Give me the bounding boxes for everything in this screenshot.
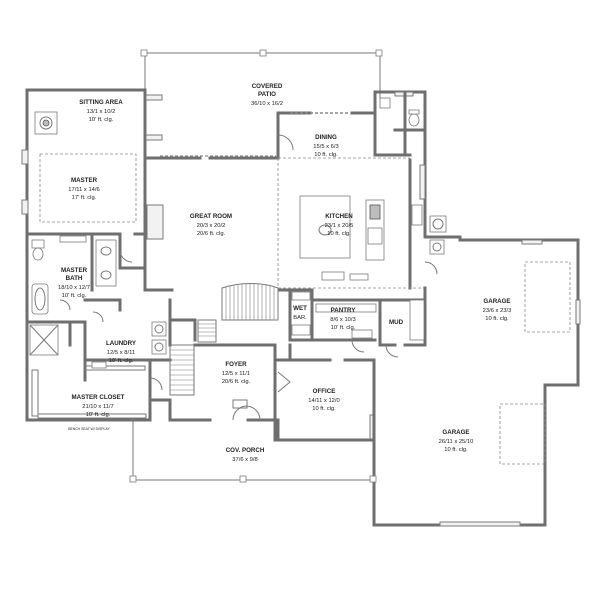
office-clg: 10 ft. clg. [312,406,336,412]
great-room-name: GREAT ROOM [190,213,232,220]
office-size: 14/11 x 12/0 [308,398,339,404]
bench-seat-note: BENCH SEAT W/ DISPLAY [68,427,110,431]
fixtures [29,97,447,419]
door-swings [59,134,438,421]
laundry-clg: 10' ft. clg. [109,358,134,364]
mud-label: MUD [389,319,404,326]
kitchen-name: KITCHEN [325,213,353,220]
cov-porch-size: 37/6 x 9/8 [232,457,257,463]
kitchen-size: 23/1 x 20/5 [325,223,354,229]
pantry-clg: 10' ft. clg. [331,325,356,331]
wet-bar-name: WET [293,305,307,312]
pantry-label: PANTRY 8/6 x 10/3 10' ft. clg. [330,307,356,331]
interior-walls [25,90,427,442]
garage-1-label: GARAGE 23/6 x 23/3 10 ft. clg. [483,298,512,322]
garage-2-size: 26/11 x 25/10 [439,439,474,445]
sitting-area-name: SITTING AREA [79,99,123,106]
great-room-clg: 20/6 ft. clg. [197,231,226,237]
garage-2-label: GARAGE 26/11 x 25/10 10 ft. clg. [439,429,474,453]
foyer-name: FOYER [225,361,247,368]
garage-2-clg: 10 ft. clg. [444,447,468,453]
garage-2-name: GARAGE [442,429,469,436]
covered-patio-size: 36/10 x 16/2 [251,101,283,107]
master-closet-size: 21/10 x 11/7 [82,404,113,410]
sitting-area-label: SITTING AREA 13/1 x 10/2 10' ft. clg. [79,99,123,123]
laundry-name: LAUNDRY [106,340,137,347]
covered-patio-name2: PATIO [258,91,276,98]
wet-bar-label: WET BAR. [293,305,307,321]
dining-name: DINING [315,134,337,141]
dining-clg: 10 ft. clg. [314,152,338,158]
dining-label: DINING 15/5 x 6/3 10 ft. clg. [313,134,338,158]
master-bath-clg: 10' ft. clg. [62,293,87,299]
pantry-size: 8/6 x 10/3 [330,317,355,323]
master-closet-name: MASTER CLOSET [72,394,125,401]
open-boundaries [277,157,571,465]
laundry-size: 12/5 x 8/11 [107,350,135,356]
master-size: 17/11 x 14/6 [68,187,99,193]
master-closet-label: MASTER CLOSET 21/10 x 11/7 10' ft. clg. [72,394,125,418]
covered-patio-name: COVERED [252,83,283,90]
great-room-label: GREAT ROOM 20/3 x 20/2 20/6 ft. clg. [190,213,232,237]
master-bath-size: 18/10 x 12/7 [58,285,90,291]
foyer-size: 12/5 x 11/1 [222,371,250,377]
kitchen-clg: 10 ft. clg. [327,231,351,237]
master-bath-name: MASTER [61,267,88,274]
sitting-area-clg: 10' ft. clg. [89,117,114,123]
covered-patio-label: COVERED PATIO 36/10 x 16/2 [251,83,283,107]
sitting-area-size: 13/1 x 10/2 [87,109,116,115]
kitchen-label: KITCHEN 23/1 x 20/5 10 ft. clg. [325,213,354,237]
cov-porch-label: COV. PORCH 37/6 x 9/8 [226,447,265,463]
room-labels: SITTING AREA 13/1 x 10/2 10' ft. clg. CO… [58,83,511,463]
master-name: MASTER [71,177,98,184]
covered-porch-outline [129,418,377,483]
master-clg: 17' ft. clg. [72,195,97,201]
pantry-name: PANTRY [331,307,357,314]
wet-bar-name2: BAR. [293,315,307,321]
mud-name: MUD [389,319,404,326]
patio-doors [160,112,350,157]
foyer-clg: 20/6 ft. clg. [222,379,251,385]
office-label: OFFICE 14/11 x 12/0 10 ft. clg. [308,388,339,412]
master-closet-clg: 10' ft. clg. [86,412,111,418]
garage-1-clg: 10 ft. clg. [485,316,509,322]
garage-1-name: GARAGE [483,298,510,305]
office-name: OFFICE [313,388,336,395]
cov-porch-name: COV. PORCH [226,447,265,454]
master-label: MASTER 17/11 x 14/6 17' ft. clg. [68,177,99,201]
dining-size: 15/5 x 6/3 [313,144,338,150]
garage-1-size: 23/6 x 23/3 [483,308,512,314]
great-room-size: 20/3 x 20/2 [197,223,226,229]
master-bath-name2: BATH [66,275,83,282]
laundry-label: LAUNDRY 12/5 x 8/11 10' ft. clg. [106,340,137,364]
stairs [169,283,279,396]
foyer-label: FOYER 12/5 x 11/1 20/6 ft. clg. [222,361,251,385]
master-bath-label: MASTER BATH 18/10 x 12/7 10' ft. clg. [58,267,90,299]
